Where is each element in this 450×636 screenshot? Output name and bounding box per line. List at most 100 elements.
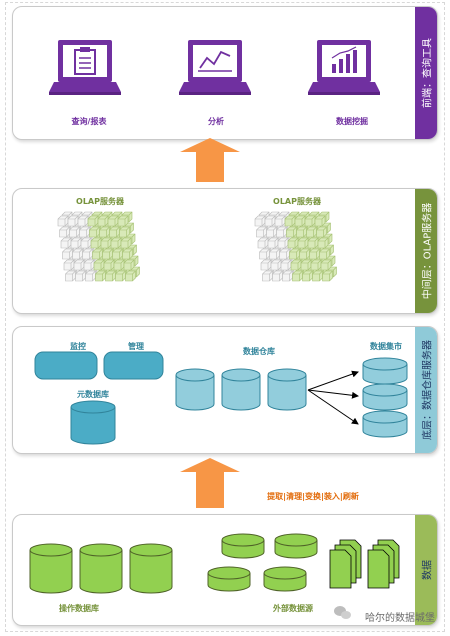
olap-cube-cell: [83, 259, 95, 271]
olap-cube-cell: [107, 215, 119, 227]
olap-cube-cell: [125, 270, 136, 282]
olap-cube-cell: [296, 226, 307, 238]
olap-cube-cell: [317, 237, 329, 249]
olap-cube-cell: [304, 215, 316, 227]
olap-cube-cell: [287, 237, 299, 249]
olap-cube-cell: [67, 215, 79, 227]
olap-cube-cell: [316, 226, 327, 238]
olap-cube-cell: [280, 259, 292, 271]
olap-cube-cell: [309, 248, 320, 260]
olap-cube-cell: [290, 259, 302, 271]
warehouse-db-icon-3: [267, 368, 307, 411]
olap-cube-cell: [120, 237, 132, 249]
olap-cube-cell: [319, 248, 330, 260]
olap-cube-cell: [122, 248, 133, 260]
olap-cube-cell: [70, 237, 82, 249]
olap-cube-cell: [117, 215, 129, 227]
mining-laptop-icon: [308, 40, 380, 95]
olap-cube-cell: [57, 215, 69, 227]
olap-cube-cell: [93, 259, 105, 271]
olap-cube-cell: [262, 270, 273, 282]
olap-cube-cell: [272, 270, 283, 282]
up-arrow-1: [180, 138, 240, 182]
olap-server-label-1: OLAP服务器: [76, 197, 124, 206]
olap-cube-grid-1: [57, 211, 140, 282]
olap-cube-cell: [302, 270, 313, 282]
middle-side-bar: 中间层：OLAP服务器: [415, 189, 437, 313]
olap-cube-cell: [85, 270, 96, 282]
olap-cube-cell: [69, 226, 80, 238]
data-mart-label: 数据集市: [370, 342, 402, 351]
olap-cube-cell: [322, 270, 333, 282]
olap-cube-cell: [267, 237, 279, 249]
olap-cube-cell: [299, 248, 310, 260]
olap-cube-cell: [105, 270, 116, 282]
olap-cube-cell: [282, 270, 293, 282]
olap-cube-cell: [110, 237, 122, 249]
olap-cube-cell: [254, 215, 266, 227]
olap-cube-cell: [63, 259, 75, 271]
data-mart-icon-2: [362, 383, 408, 411]
operational-db-icon-2: [79, 543, 123, 594]
olap-cube-cell: [80, 237, 92, 249]
olap-cube-cell: [269, 248, 280, 260]
olap-cube-cell: [100, 237, 112, 249]
olap-cube-cell: [277, 237, 289, 249]
olap-cube-cell: [75, 270, 86, 282]
front-end-side-bar: 前端：查询工具: [415, 7, 437, 139]
operational-db-icon-1: [29, 543, 73, 594]
olap-cube-cell: [292, 270, 303, 282]
external-source-icon-1: [221, 533, 265, 559]
olap-cube-cell: [257, 237, 269, 249]
olap-cube-cell: [102, 248, 113, 260]
watermark: 哈尔的数据城堡: [365, 613, 435, 624]
olap-cube-cell: [90, 237, 102, 249]
olap-cube-cell: [113, 259, 125, 271]
olap-cube-cell: [103, 259, 115, 271]
olap-cube-cell: [266, 226, 277, 238]
olap-cube-cell: [119, 226, 130, 238]
data-mart-icon-3: [362, 410, 408, 438]
report-laptop-icon: [49, 40, 121, 95]
olap-cube-cell: [99, 226, 110, 238]
metadata-label: 元数据库: [77, 390, 109, 399]
olap-cube-cell: [115, 270, 126, 282]
up-arrow-2: [180, 458, 240, 508]
olap-cube-cell: [60, 237, 72, 249]
diagram-frame: [5, 2, 445, 632]
external-source-icon-3: [207, 566, 251, 592]
olap-cube-cell: [62, 248, 73, 260]
monitor-label: 监控: [70, 342, 86, 351]
olap-cube-cell: [65, 270, 76, 282]
report-label: 查询/报表: [71, 117, 107, 126]
olap-cube-cell: [270, 259, 282, 271]
warehouse-label: 数据仓库: [243, 347, 275, 356]
olap-cube-cell: [73, 259, 85, 271]
olap-cube-cell: [289, 248, 300, 260]
external-source-icon-2: [274, 533, 318, 559]
olap-cube-cell: [87, 215, 99, 227]
monitor-box: [34, 351, 98, 380]
olap-cube-cell: [89, 226, 100, 238]
olap-cube-cell: [109, 226, 120, 238]
olap-cube-cell: [286, 226, 297, 238]
olap-cube-cell: [79, 226, 90, 238]
olap-cube-cell: [284, 215, 296, 227]
olap-cube-cell: [314, 215, 326, 227]
olap-cube-cell: [112, 248, 123, 260]
olap-cube-cell: [123, 259, 135, 271]
olap-cube-cell: [279, 248, 290, 260]
data-mart-icon-1: [362, 357, 408, 385]
olap-cube-cell: [256, 226, 267, 238]
mining-label: 数据挖掘: [336, 117, 368, 126]
olap-cube-cell: [82, 248, 93, 260]
olap-cube-grid-2: [254, 211, 337, 282]
olap-cube-cell: [274, 215, 286, 227]
olap-cube-cell: [259, 248, 270, 260]
analysis-laptop-icon: [179, 40, 251, 95]
wechat-icon: [334, 606, 351, 619]
olap-cube-cell: [95, 270, 106, 282]
manage-box: [103, 351, 164, 380]
analysis-label: 分析: [208, 117, 224, 126]
